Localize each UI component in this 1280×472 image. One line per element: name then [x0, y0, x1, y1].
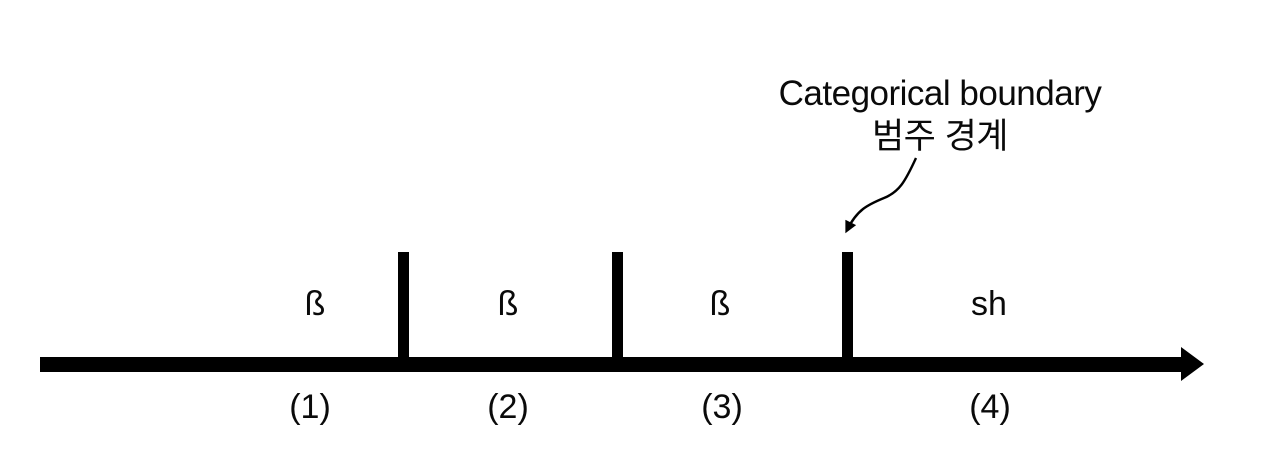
segment-phoneme-label-2: ß [497, 285, 519, 323]
segment-number-3: (3) [701, 388, 743, 426]
axis-arrowhead-icon [1181, 347, 1204, 381]
continuum-axis-line [40, 357, 1183, 372]
segment-phoneme-label-1: ß [304, 285, 326, 323]
segment-number-1: (1) [289, 388, 331, 426]
segment-number-4: (4) [969, 388, 1011, 426]
annotation-label-korean: 범주 경계 [871, 117, 1009, 156]
segment-phoneme-label-3: ß [709, 285, 731, 323]
boundary-tick-1 [398, 252, 409, 365]
segment-number-2: (2) [487, 388, 529, 426]
segment-phoneme-label-4: sh [971, 285, 1007, 323]
categorical-boundary-annotation: Categorical boundary 범주 경계 [779, 72, 1102, 158]
curved-pointer-arrow-icon [845, 157, 918, 234]
boundary-tick-2 [612, 252, 623, 365]
boundary-tick-3-categorical [842, 252, 853, 365]
annotation-label-english: Categorical boundary [778, 74, 1102, 113]
